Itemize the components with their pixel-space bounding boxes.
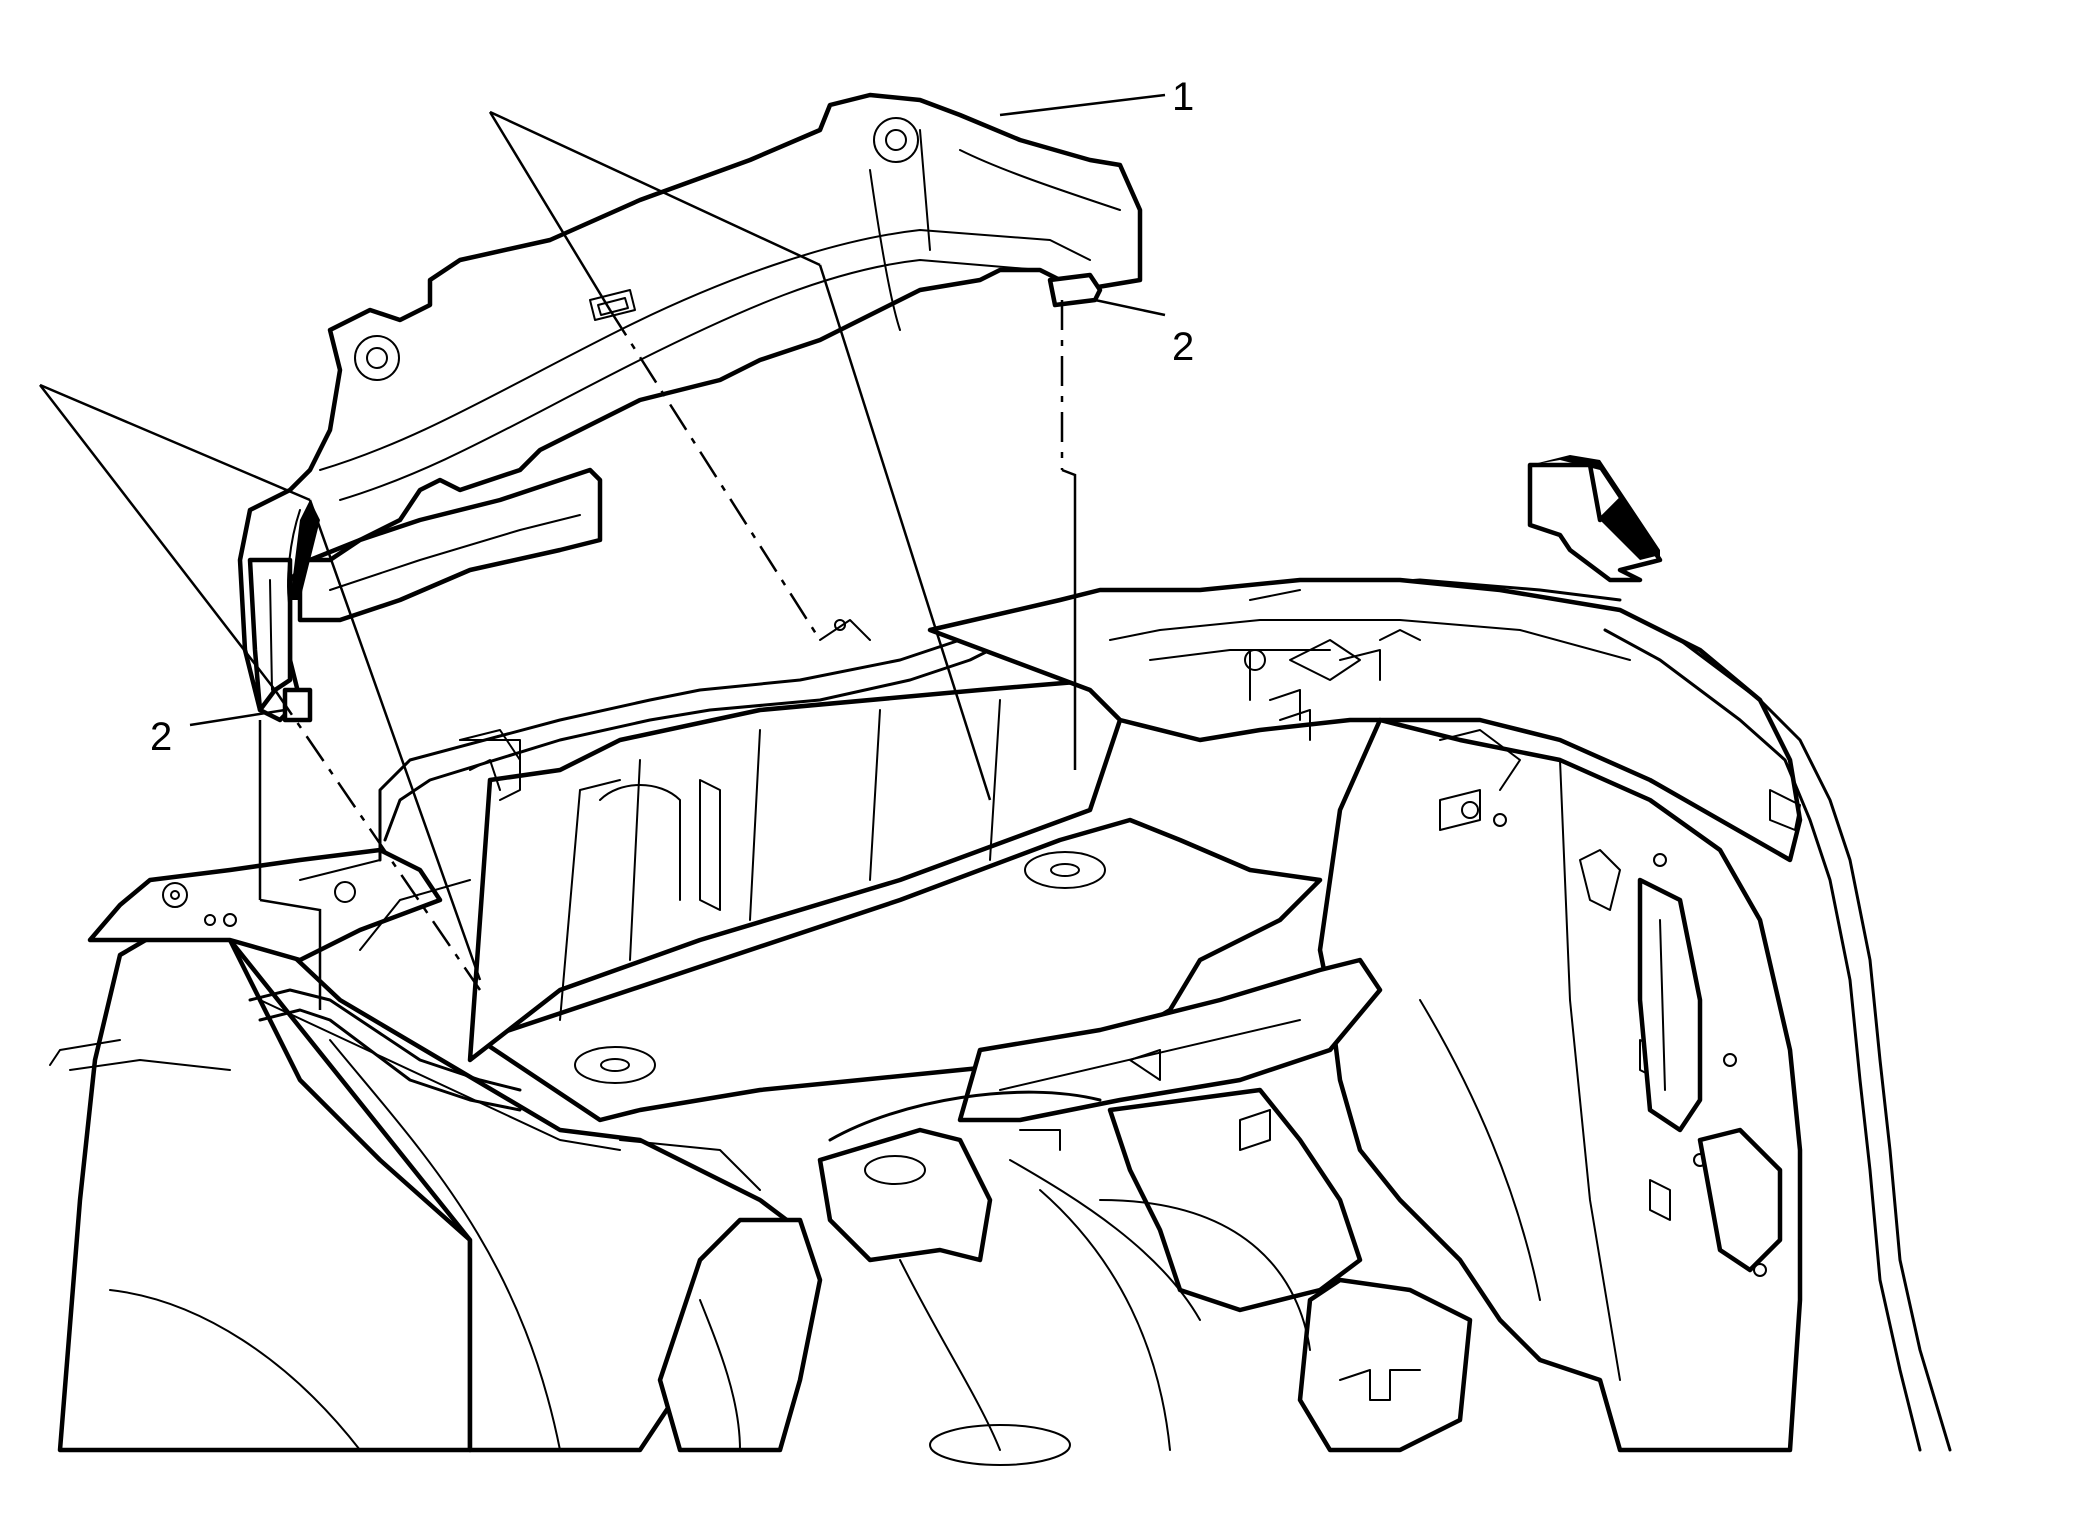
callout-2-right: 2 [1094,298,1194,369]
direction-arrow-icon [1527,455,1663,583]
trunk-trim-panel [237,92,1143,723]
alignment-lines [39,110,1077,1010]
rear-body-structure [49,577,1952,1466]
callout-2-left-label: 2 [150,715,172,759]
callout-1-label: 1 [1172,75,1194,119]
callout-2-right-label: 2 [1172,325,1194,369]
callout-1: 1 [999,75,1194,119]
callout-2-left: 2 [150,708,286,759]
